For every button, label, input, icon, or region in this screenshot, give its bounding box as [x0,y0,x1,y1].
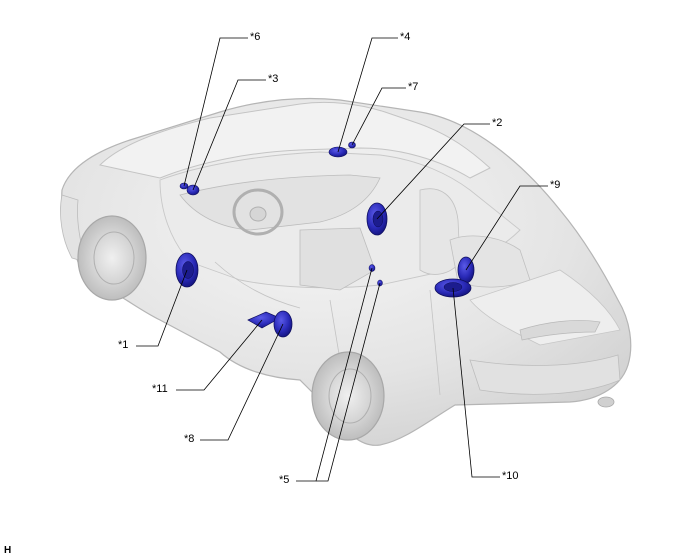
front-wheel [77,215,147,301]
leader-lines [136,37,548,482]
leader-line-2 [376,123,490,220]
figure-code-mark: H [4,545,12,556]
leader-line-4 [337,37,398,153]
leader-line-7 [351,87,406,146]
leader-line-11 [176,319,263,391]
leader-line-9 [465,185,548,271]
vehicle-roof [98,101,491,179]
callout-label-3: *3 [268,73,279,85]
rear-bumper [469,354,621,395]
callout-label-4: *4 [400,31,411,43]
leader-line-1 [136,269,188,347]
component-2-cone [372,210,384,228]
steering-wheel [232,188,284,236]
center-console [299,227,376,291]
callout-label-5: *5 [279,474,290,486]
rear-wheel-hub [328,368,372,424]
callout-label-8: *8 [184,433,195,445]
leader-line-6 [183,37,248,187]
leader-line-5b [316,282,381,482]
callout-label-2: *2 [492,117,503,129]
vehicle-body [60,97,632,446]
callout-label-11: *11 [152,383,168,395]
callout-label-1: *1 [118,339,129,351]
rear-wheel [311,351,385,441]
callout-label-9: *9 [550,179,561,191]
leader-line-10 [452,287,500,478]
tail-light [519,320,601,341]
callout-label-10: *10 [502,470,519,482]
leader-line-8 [200,323,284,441]
component-1-cone [182,261,194,279]
steering-wheel-hub [249,206,267,222]
front-wheel-hub [93,231,135,285]
leader-line-3 [192,79,266,191]
exhaust-tip [597,396,615,408]
callout-label-6: *6 [250,31,261,43]
callout-label-7: *7 [408,81,419,93]
